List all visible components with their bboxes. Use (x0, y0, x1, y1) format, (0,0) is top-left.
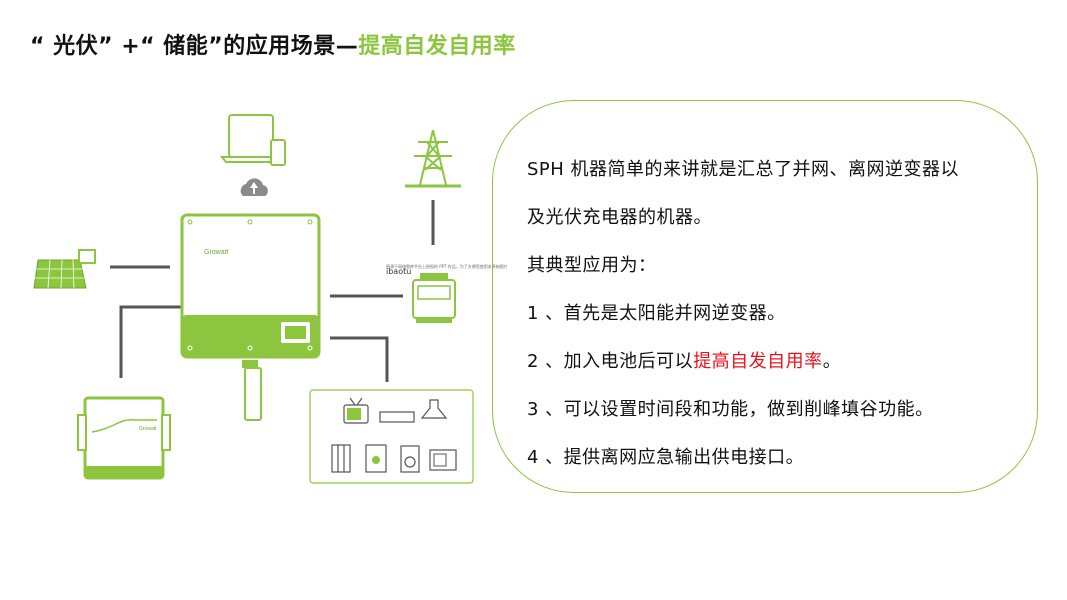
battery-icon (77, 396, 171, 480)
solar-panel-icon (33, 249, 96, 289)
title-prefix: “ 光伏” +“ 储能”的应用场景— (30, 34, 359, 59)
inverter-brand-logo: Growatt (204, 249, 229, 256)
panel-line-1: SPH 机器简单的来讲就是汇总了并网、离网逆变器以 (527, 159, 960, 180)
panel-line-5-prefix: 2 、加入电池后可以 (527, 351, 694, 372)
diagram-graphic: Growatt Growatt (33, 114, 474, 484)
grid-tower-icon (405, 129, 461, 188)
wifi-stick-icon (242, 360, 262, 421)
battery-connector (119, 305, 182, 378)
system-diagram: Growatt Growatt (0, 90, 508, 510)
panel-line-7: 4 、提供离网应急输出供电接口。 (527, 447, 805, 468)
panel-line-5: 2 、加入电池后可以提高自发自用率。 (527, 347, 841, 373)
connector-lines (110, 200, 435, 382)
meter-icon (412, 273, 456, 323)
panel-line-6: 3 、可以设置时间段和功能，做到削峰填谷功能。 (527, 399, 934, 420)
panel-line-4: 1 、首先是太阳能并网逆变器。 (527, 303, 786, 324)
inverter-icon (180, 213, 321, 359)
page-title: “ 光伏” +“ 储能”的应用场景—提高自发自用率 (30, 28, 516, 60)
panel-line-5-suffix: 。 (822, 351, 842, 372)
meter-caption-small: 图源于网络图库平台上授权的 PPT 作品，为了方便您使用本原始图片 (386, 264, 508, 269)
battery-brand-logo: Growatt (139, 426, 157, 432)
title-highlight: 提高自发自用率 (358, 34, 516, 59)
panel-line-5-highlight: 提高自发自用率 (693, 351, 823, 372)
meter-caption-site: ibaotu (386, 267, 412, 276)
panel-line-3: 其典型应用为： (527, 255, 657, 276)
cloud-upload-icon (240, 178, 268, 196)
description-panel: SPH 机器简单的来讲就是汇总了并网、离网逆变器以 及光伏充电器的机器。 其典型… (492, 100, 1038, 493)
phone-icon (270, 139, 286, 166)
household-loads-box (309, 389, 474, 484)
panel-line-2: 及光伏充电器的机器。 (527, 207, 712, 228)
load-connector (330, 336, 389, 382)
